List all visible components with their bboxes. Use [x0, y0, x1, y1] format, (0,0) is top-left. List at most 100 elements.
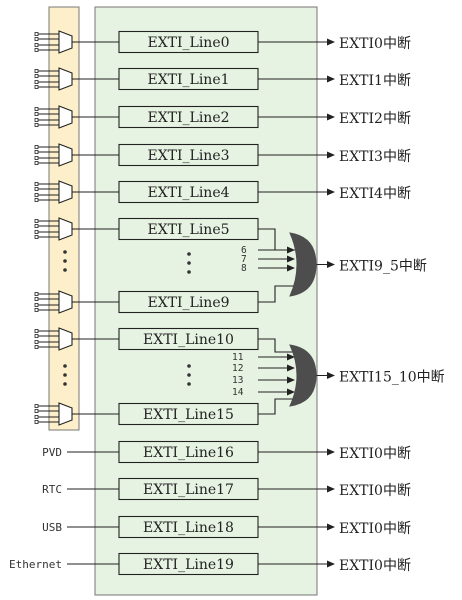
mux-pin [34, 43, 39, 47]
or-gate [289, 232, 317, 297]
mux-shape [58, 67, 73, 91]
exti-controller-panel [94, 6, 318, 596]
mux-pin [34, 112, 39, 116]
source-label: USB [42, 521, 62, 534]
mux-pin [34, 156, 39, 160]
mux-pin [34, 308, 39, 312]
mux-pin [34, 409, 39, 413]
mux-shape [58, 105, 73, 129]
interrupt-output-label: EXTI2中断 [339, 111, 411, 127]
source-label: PVD [42, 446, 62, 459]
mux-pin [34, 69, 39, 73]
mux-pin [34, 404, 39, 408]
exti-line-box [118, 143, 259, 167]
mux-pin [34, 420, 39, 424]
gate-input-number: 13 [232, 375, 243, 386]
mux-pin [34, 74, 39, 78]
gate-input-number: 11 [232, 352, 244, 363]
mux-pin [34, 37, 39, 41]
gate-input-wire [258, 398, 295, 415]
exti-line-label: EXTI_Line1 [147, 72, 229, 88]
interrupt-output-label: EXTI0中断 [339, 446, 411, 462]
mux-pin [34, 224, 39, 228]
gpio-mux [34, 143, 73, 167]
mux-pin [34, 415, 39, 419]
gpio-mux [34, 180, 73, 204]
mux-shape [58, 180, 73, 204]
mux-shape [58, 30, 73, 54]
exti-line-box [118, 217, 259, 241]
interrupt-output-label: EXTI3中断 [339, 149, 411, 165]
mux-shape [58, 290, 73, 314]
gpio-mux [34, 402, 73, 426]
mux-pin [34, 32, 39, 36]
mux-pin [34, 334, 39, 338]
mux-shape [58, 327, 73, 351]
exti-line-label: EXTI_Line0 [147, 35, 229, 51]
interrupt-output-label: EXTI0中断 [339, 36, 411, 52]
gpio-mux [34, 30, 73, 54]
gpio-mux [34, 67, 73, 91]
exti-line-label: EXTI_Line5 [147, 222, 229, 238]
mux-pin [34, 123, 39, 127]
exti-line-label: EXTI_Line2 [147, 110, 229, 126]
exti-line-label: EXTI_Line9 [147, 295, 229, 311]
exti-line-box [118, 67, 259, 91]
interrupt-output-label: EXTI9_5中断 [339, 259, 427, 275]
mux-pin [34, 182, 39, 186]
exti-line-box [118, 552, 259, 576]
ellipsis-marks [63, 250, 191, 386]
gpio-mux [34, 105, 73, 129]
mux-shape [58, 402, 73, 426]
exti-line-box [118, 30, 259, 54]
mux-shape [58, 143, 73, 167]
mux-pin [34, 85, 39, 89]
exti-line-box [118, 105, 259, 129]
exti-line-box [118, 515, 259, 539]
gpio-mux [34, 217, 73, 241]
exti-line-box [118, 402, 259, 426]
exti-line-label: EXTI_Line16 [143, 445, 234, 461]
gate-input-number: 7 [241, 254, 247, 265]
exti-line-box [118, 477, 259, 501]
interrupt-output-label: EXTI0中断 [339, 521, 411, 537]
mux-pin [34, 292, 39, 296]
connection-wires [67, 38, 335, 568]
exti-line-label: EXTI_Line17 [143, 482, 234, 498]
mux-pin [34, 303, 39, 307]
mux-pin [34, 80, 39, 84]
mux-pin [34, 145, 39, 149]
gate-input-wire [258, 285, 295, 303]
gpio-multiplexers [34, 30, 73, 426]
source-label: Ethernet [9, 558, 62, 571]
gate-input-number: 14 [232, 387, 244, 398]
mux-pin [34, 329, 39, 333]
mux-pin [34, 118, 39, 122]
or-gate [289, 344, 317, 407]
exti-line-label: EXTI_Line19 [143, 557, 234, 573]
mux-pin [34, 48, 39, 52]
exti-line-box [118, 327, 259, 351]
gate-input-wire [258, 338, 295, 353]
exti-line-boxes [118, 30, 259, 576]
exti-line-box [118, 290, 259, 314]
gate-input-number: 8 [241, 263, 247, 274]
mux-pin [34, 193, 39, 197]
interrupt-output-label: EXTI0中断 [339, 483, 411, 499]
interrupt-output-label: EXTI0中断 [339, 558, 411, 574]
mux-pin [34, 345, 39, 349]
mux-pin [34, 219, 39, 223]
exti-line-label: EXTI_Line3 [147, 148, 229, 164]
source-label: RTC [42, 483, 62, 496]
mux-pin [34, 187, 39, 191]
mux-pin [34, 297, 39, 301]
exti-line-box [118, 180, 259, 204]
gpio-mux [34, 327, 73, 351]
exti-line-label: EXTI_Line10 [143, 332, 234, 348]
mux-pin [34, 235, 39, 239]
mux-pin [34, 340, 39, 344]
exti-line-label: EXTI_Line18 [143, 520, 234, 536]
mux-pin [34, 107, 39, 111]
exti-line-label: EXTI_Line15 [143, 407, 234, 423]
